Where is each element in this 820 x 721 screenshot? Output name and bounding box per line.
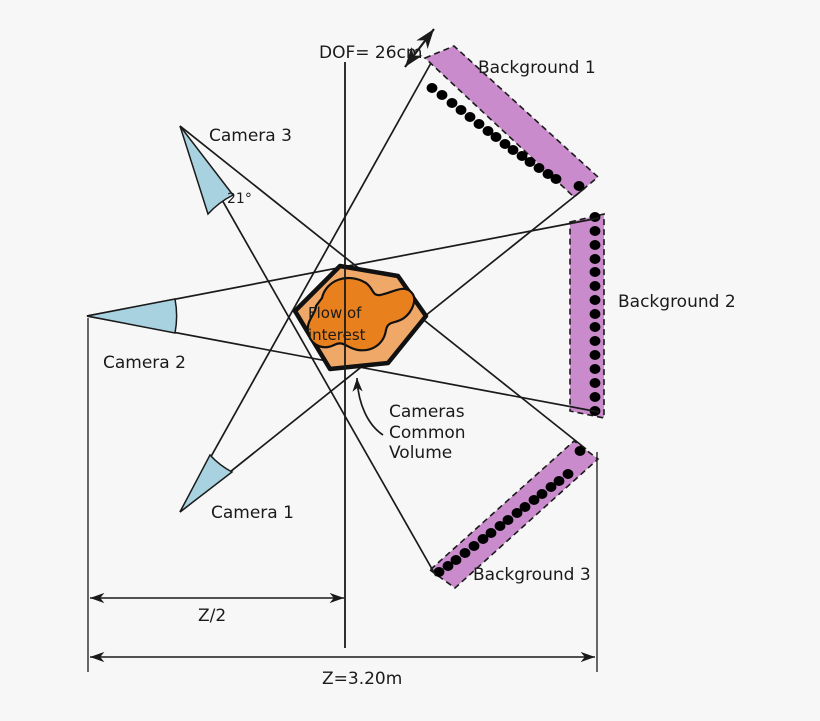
common-volume-group: Flow of interest (292, 263, 429, 372)
camera-3-wedge (179, 125, 235, 216)
background-3-group (428, 439, 600, 590)
camera-1-wedge (179, 453, 234, 513)
flow-of-interest-blob (306, 277, 416, 352)
full-distance-label: Z=3.20m (322, 669, 402, 689)
background-1-group (423, 45, 600, 199)
camera-1-label: Camera 1 (211, 503, 294, 523)
camera-2-label: Camera 2 (103, 353, 186, 373)
background-3-label: Background 3 (473, 565, 591, 585)
half-distance-dimension: Z/2 (90, 592, 344, 626)
background-3-dots (433, 446, 586, 577)
background-1-band (423, 45, 600, 199)
background-2-label: Background 2 (618, 292, 736, 312)
dof-arrow (404, 28, 435, 68)
half-distance-label: Z/2 (198, 606, 226, 626)
common-volume-label-line3: Volume (389, 443, 452, 463)
background-2-dots (589, 212, 601, 416)
common-volume-callout-arrow (352, 377, 384, 436)
dimension-extension-lines (87, 318, 598, 672)
flow-of-interest-label-line1: Flow of (308, 304, 362, 322)
background-1-label: Background 1 (478, 58, 596, 78)
flow-of-interest-label-line2: interest (308, 326, 366, 344)
dof-label: DOF= 26cm (319, 43, 422, 63)
common-volume-label-line1: Cameras (389, 402, 465, 422)
background-1-dots (426, 83, 585, 191)
common-volume-label-line2: Common (389, 423, 466, 443)
background-2-group (569, 212, 605, 419)
camera-angle-label: 21° (227, 191, 252, 207)
full-distance-dimension: Z=3.20m (90, 651, 595, 689)
camera-3-label: Camera 3 (209, 126, 292, 146)
camera-1-ray-upper (179, 62, 432, 513)
camera-2-wedge (86, 298, 178, 334)
